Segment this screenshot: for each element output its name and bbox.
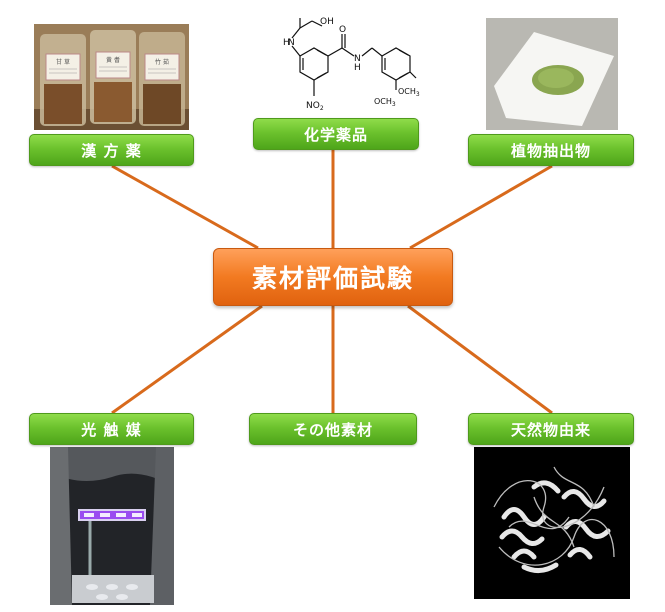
formula-n: N xyxy=(354,54,361,64)
node-kampo: 漢 方 薬 xyxy=(29,134,194,166)
formula-oh: OH xyxy=(320,17,334,27)
formula-o: O xyxy=(339,25,346,35)
formula-och3-top: OCH3 xyxy=(398,87,420,98)
node-other-materials: その他素材 xyxy=(249,413,417,445)
connector-natural xyxy=(407,304,553,415)
center-node: 素材評価試験 xyxy=(213,248,453,306)
formula-h2: H xyxy=(354,63,361,73)
node-natural-origin-label: 天然物由来 xyxy=(510,420,591,439)
formula-h: H xyxy=(283,38,290,48)
node-kampo-label: 漢 方 薬 xyxy=(81,141,142,160)
node-plant-extract-label: 植物抽出物 xyxy=(510,141,591,160)
node-photocatalyst-label: 光 触 媒 xyxy=(81,420,142,439)
connector-photocatalyst xyxy=(111,304,263,415)
node-photocatalyst: 光 触 媒 xyxy=(29,413,194,445)
chemical-structure-image: N H OH O N H OCH3 OCH3 NO2 xyxy=(283,17,420,112)
center-node-label: 素材評価試験 xyxy=(251,264,414,293)
connector-kampo xyxy=(111,164,259,250)
formula-och3-bottom: OCH3 xyxy=(374,97,396,108)
jar-label-1: 甘 草 xyxy=(56,58,70,66)
protein-structure-image xyxy=(474,447,630,599)
jar-label-2: 黄 耆 xyxy=(106,56,120,64)
formula-no2: NO2 xyxy=(306,101,324,112)
plant-extract-photo xyxy=(486,18,618,130)
node-chemical: 化学薬品 xyxy=(253,118,419,150)
photocatalyst-device-photo xyxy=(50,447,174,605)
connector-plant xyxy=(409,164,553,250)
formula-nh: N xyxy=(288,38,295,48)
jar-label-3: 竹 茹 xyxy=(155,58,169,66)
node-chemical-label: 化学薬品 xyxy=(303,125,368,144)
kampo-jars-photo: 甘 草 黄 耆 竹 茹 xyxy=(34,24,189,130)
node-other-materials-label: その他素材 xyxy=(292,420,373,439)
node-plant-extract: 植物抽出物 xyxy=(468,134,634,166)
node-natural-origin: 天然物由来 xyxy=(468,413,634,445)
